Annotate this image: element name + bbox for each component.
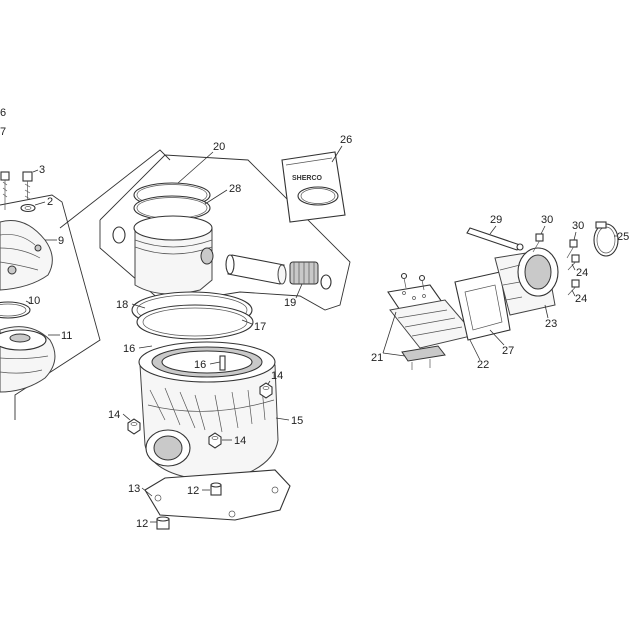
callout-2: 2 xyxy=(47,196,53,208)
callout-12-upper: 12 xyxy=(187,485,199,497)
spacer-12-lower xyxy=(156,516,170,530)
callout-16-lower: 16 xyxy=(194,359,206,371)
callout-19: 19 xyxy=(284,297,296,309)
callout-20: 20 xyxy=(213,141,225,153)
callout-6: 6 xyxy=(0,107,6,119)
nut-14-left xyxy=(127,418,141,435)
bolt-24-upper xyxy=(567,254,580,271)
breather-tube-29 xyxy=(466,227,524,251)
piston-circlip xyxy=(112,226,126,244)
head-bolt-3 xyxy=(22,171,33,200)
callout-25: 25 xyxy=(617,231,629,243)
o-ring-10 xyxy=(0,301,31,319)
wrist-pin xyxy=(225,254,287,285)
callout-14-right: 14 xyxy=(271,370,283,382)
callout-10: 10 xyxy=(28,295,40,307)
callout-30-left: 30 xyxy=(541,214,553,226)
callout-9: 9 xyxy=(58,235,64,247)
callout-23: 23 xyxy=(545,318,557,330)
callout-11: 11 xyxy=(61,330,72,342)
hose-clamp-25 xyxy=(593,221,619,257)
piston-rings-28 xyxy=(133,182,211,221)
cylinder-head-11 xyxy=(0,326,56,393)
callout-labels: 6 7 3 2 9 10 11 20 28 26 18 17 19 16 16 … xyxy=(0,107,629,530)
sherco-logo-text: SHERCO xyxy=(292,175,323,182)
callout-24-lower: 24 xyxy=(575,293,587,305)
bolt-24-lower xyxy=(567,279,580,296)
nut-14-right xyxy=(259,382,273,399)
head-cover-9 xyxy=(0,220,53,291)
reed-screws xyxy=(400,272,426,291)
callout-14-center: 14 xyxy=(234,435,246,447)
leader-lines xyxy=(25,145,618,523)
flange-nuts-14 xyxy=(127,382,273,449)
callout-16-upper: 16 xyxy=(123,343,135,355)
callout-18: 18 xyxy=(116,299,128,311)
callout-13: 13 xyxy=(128,483,140,495)
callout-7: 7 xyxy=(0,126,6,138)
piston-circlip-right xyxy=(320,274,332,290)
callout-30-right: 30 xyxy=(572,220,584,232)
spacer-12-upper xyxy=(210,482,222,496)
callout-15: 15 xyxy=(291,415,303,427)
bolt-30-left xyxy=(532,233,544,253)
callout-22: 22 xyxy=(477,359,489,371)
nut-14-center xyxy=(208,432,222,449)
callout-27: 27 xyxy=(502,345,514,357)
callout-14-left: 14 xyxy=(108,409,120,421)
reed-valve-block xyxy=(389,299,476,349)
piston xyxy=(133,215,214,295)
callout-29: 29 xyxy=(490,214,502,226)
base-gaskets xyxy=(131,291,254,340)
ring-kit-26: SHERCO xyxy=(281,151,346,223)
needle-bearing-19 xyxy=(289,261,319,285)
callout-21: 21 xyxy=(371,352,383,364)
callout-24-upper: 24 xyxy=(576,267,588,279)
washer-2 xyxy=(20,203,36,213)
spacers-12 xyxy=(156,482,222,530)
intake-gasket-27 xyxy=(454,271,511,341)
callout-26: 26 xyxy=(340,134,352,146)
reed-stopper-22 xyxy=(401,345,446,370)
cylinder-head-group xyxy=(0,171,56,393)
head-bolt-left xyxy=(0,171,10,210)
bolt-30-right xyxy=(566,239,578,259)
intake-manifold-23 xyxy=(494,247,559,316)
callout-28: 28 xyxy=(229,183,241,195)
callout-17: 17 xyxy=(254,321,266,333)
callout-3: 3 xyxy=(39,164,45,176)
callout-12-lower: 12 xyxy=(136,518,148,530)
intake-group xyxy=(387,221,619,370)
piston-group xyxy=(112,182,332,295)
